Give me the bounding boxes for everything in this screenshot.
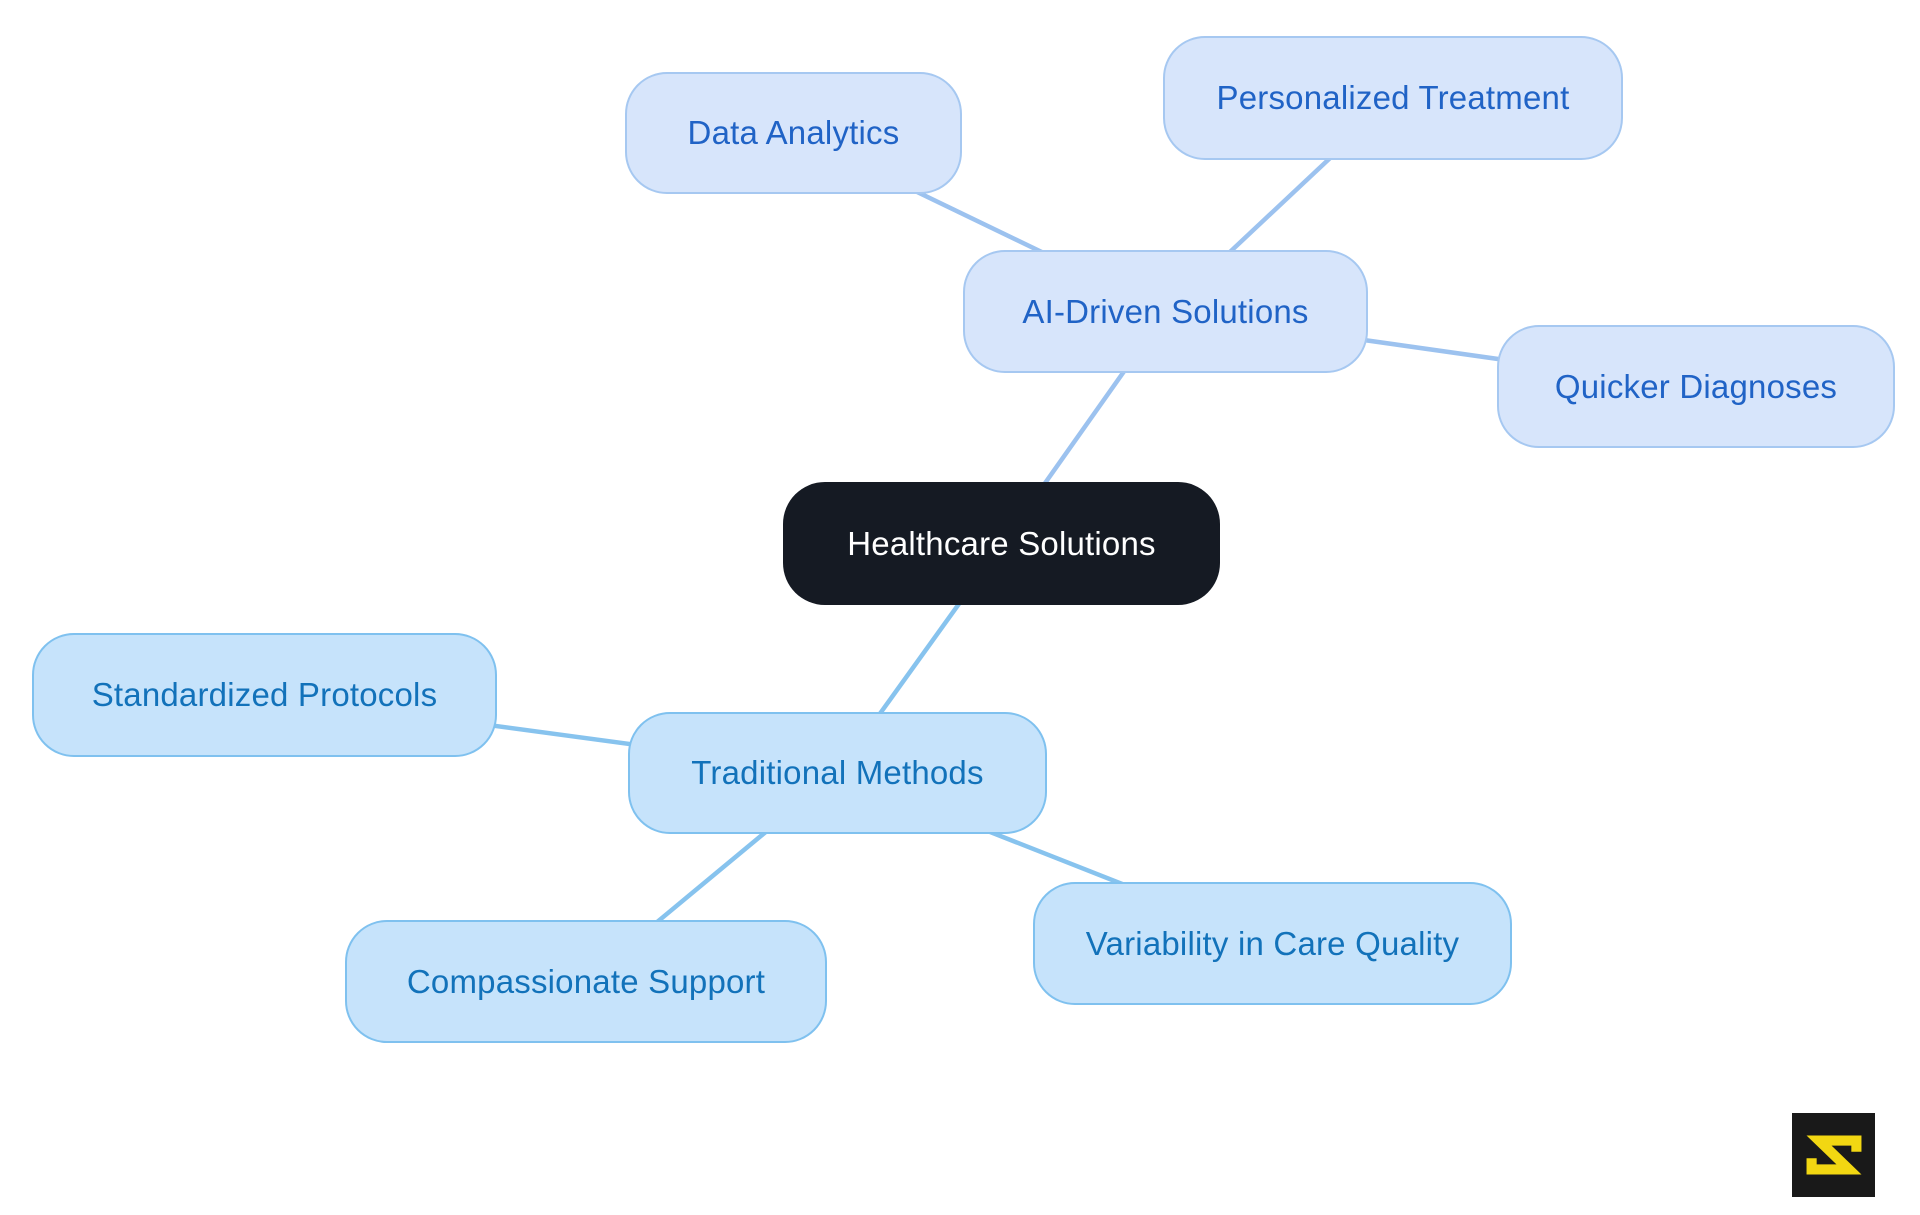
node-variability-in-care-quality-label: Variability in Care Quality xyxy=(1085,924,1460,962)
s-logo-icon xyxy=(1806,1135,1861,1175)
node-standardized-protocols-label: Standardized Protocols xyxy=(91,676,438,713)
node-healthcare-solutions[interactable]: Healthcare Solutions xyxy=(783,482,1220,605)
node-ai-driven-solutions[interactable]: AI-Driven Solutions xyxy=(963,250,1368,373)
node-traditional-methods-label: Traditional Methods xyxy=(691,754,984,791)
node-compassionate-support[interactable]: Compassionate Support xyxy=(345,920,827,1043)
node-personalized-treatment[interactable]: Personalized Treatment xyxy=(1163,36,1623,160)
node-data-analytics[interactable]: Data Analytics xyxy=(625,72,962,194)
node-standardized-protocols[interactable]: Standardized Protocols xyxy=(32,633,497,757)
node-quicker-diagnoses-label: Quicker Diagnoses xyxy=(1554,367,1838,405)
node-data-analytics-label: Data Analytics xyxy=(687,114,900,151)
node-traditional-methods[interactable]: Traditional Methods xyxy=(628,712,1047,834)
node-compassionate-support-label: Compassionate Support xyxy=(406,962,766,1000)
node-personalized-treatment-label: Personalized Treatment xyxy=(1216,79,1570,116)
brand-logo xyxy=(1792,1113,1875,1197)
node-quicker-diagnoses[interactable]: Quicker Diagnoses xyxy=(1497,325,1895,448)
node-ai-driven-solutions-label: AI-Driven Solutions xyxy=(1022,292,1309,330)
node-variability-in-care-quality[interactable]: Variability in Care Quality xyxy=(1033,882,1512,1005)
node-healthcare-solutions-label: Healthcare Solutions xyxy=(847,524,1156,562)
